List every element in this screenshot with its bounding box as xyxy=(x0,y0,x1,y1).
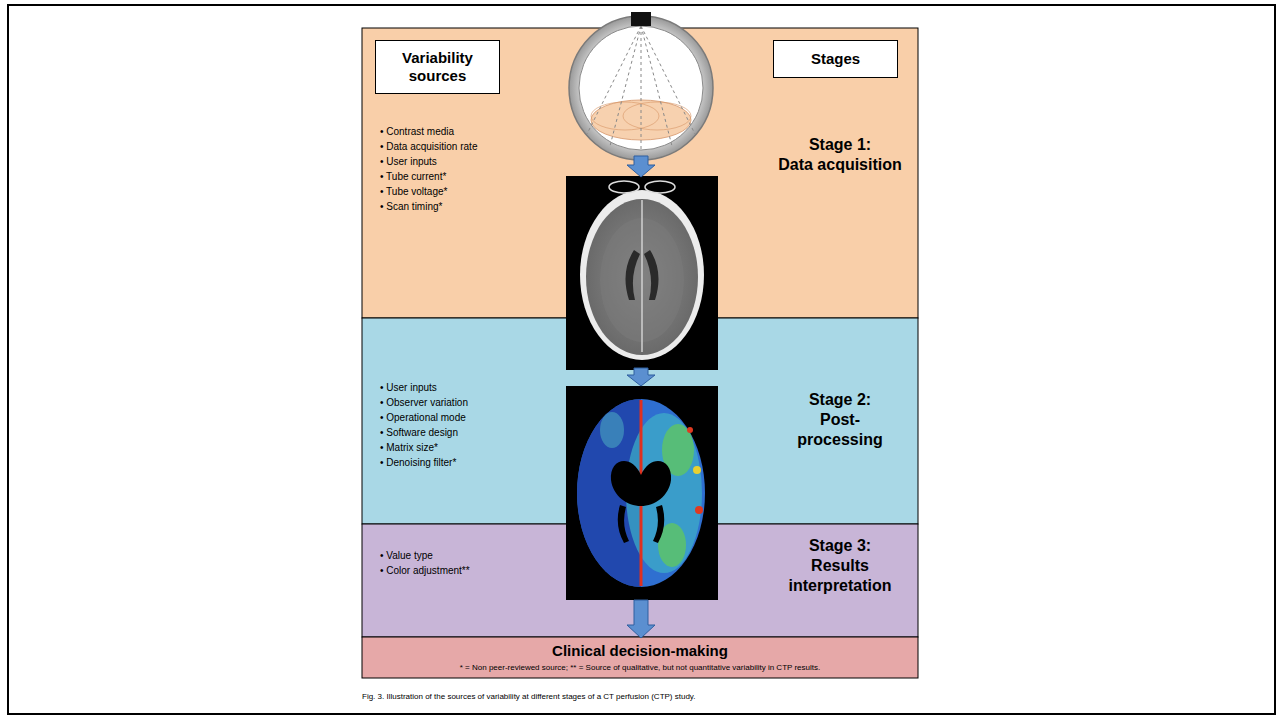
stage-label: Stage 2: Post-processing xyxy=(785,390,895,450)
caption-holder: Fig. 3. Illustration of the sources of v… xyxy=(362,692,1062,702)
x-ray-beams xyxy=(587,26,695,150)
variability-source-item: • Tube voltage* xyxy=(380,184,555,199)
variability-source-item: • Denoising filter* xyxy=(380,455,555,470)
variability-source-item: • Operational mode xyxy=(380,410,555,425)
text-holder: • User inputs• Observer variation• Opera… xyxy=(380,380,555,470)
text-holder: • Value type• Color adjustment** xyxy=(380,548,555,578)
stage-band: Stage 2: Post-processing• User inputs• O… xyxy=(362,318,918,524)
perfusion-map-image xyxy=(566,386,718,600)
stage-band: Stage 3: Results interpretation • Value t… xyxy=(362,524,918,637)
variability-source-item: • Color adjustment** xyxy=(380,563,555,578)
variability-source-item: • Data acquisition rate xyxy=(380,139,555,154)
text-holder: Stage 1: Data acquisition xyxy=(765,135,915,175)
outcome-band-fill xyxy=(362,637,918,678)
ct-scanner xyxy=(569,12,713,160)
column-header: Stages xyxy=(778,50,893,68)
column-header: Variability sources xyxy=(380,49,495,85)
header-box: Stages xyxy=(773,40,898,78)
outcome-label: Clinical decision-making xyxy=(362,642,918,660)
gantry-ring xyxy=(569,16,713,160)
flow-arrow xyxy=(627,156,655,638)
ct-brain-image xyxy=(566,176,718,370)
variability-source-item: • Tube current* xyxy=(380,169,555,184)
variability-source-item: • Contrast media xyxy=(380,124,555,139)
text-holder: Clinical decision-making xyxy=(362,642,918,660)
patient-section xyxy=(623,102,691,130)
outer-frame xyxy=(8,5,1275,714)
variability-source-item: • User inputs xyxy=(380,380,555,395)
text-holder: Stage 3: Results interpretation xyxy=(775,536,905,596)
footnote: * = Non peer-reviewed source; ** = Sourc… xyxy=(362,663,918,673)
stage-label: Stage 1: Data acquisition xyxy=(765,135,915,175)
stage-band: Clinical decision-making * = Non peer-rev… xyxy=(362,637,918,678)
figure-caption: Fig. 3. Illustration of the sources of v… xyxy=(362,692,1062,702)
stage-band: Stage 1: Data acquisition • Contrast medi… xyxy=(362,28,918,318)
text-holder: * = Non peer-reviewed source; ** = Sourc… xyxy=(362,663,918,673)
variability-source-item: • Scan timing* xyxy=(380,199,555,214)
stage-label: Stage 3: Results interpretation xyxy=(775,536,905,596)
x-ray-source xyxy=(631,12,651,26)
variability-source-item: • Observer variation xyxy=(380,395,555,410)
text-holder: Variability sources xyxy=(376,41,499,93)
gantry-bore xyxy=(579,26,703,150)
variability-source-item: • User inputs xyxy=(380,154,555,169)
header-box: Variability sources xyxy=(375,40,500,94)
text-holder: Stage 2: Post-processing xyxy=(785,390,895,450)
text-holder: • Contrast media• Data acquisition rate•… xyxy=(380,124,555,214)
text-holder: Stages xyxy=(774,41,897,77)
patient-section xyxy=(591,102,659,130)
variability-source-item: • Value type xyxy=(380,548,555,563)
variability-source-item: • Software design xyxy=(380,425,555,440)
variability-source-item: • Matrix size* xyxy=(380,440,555,455)
